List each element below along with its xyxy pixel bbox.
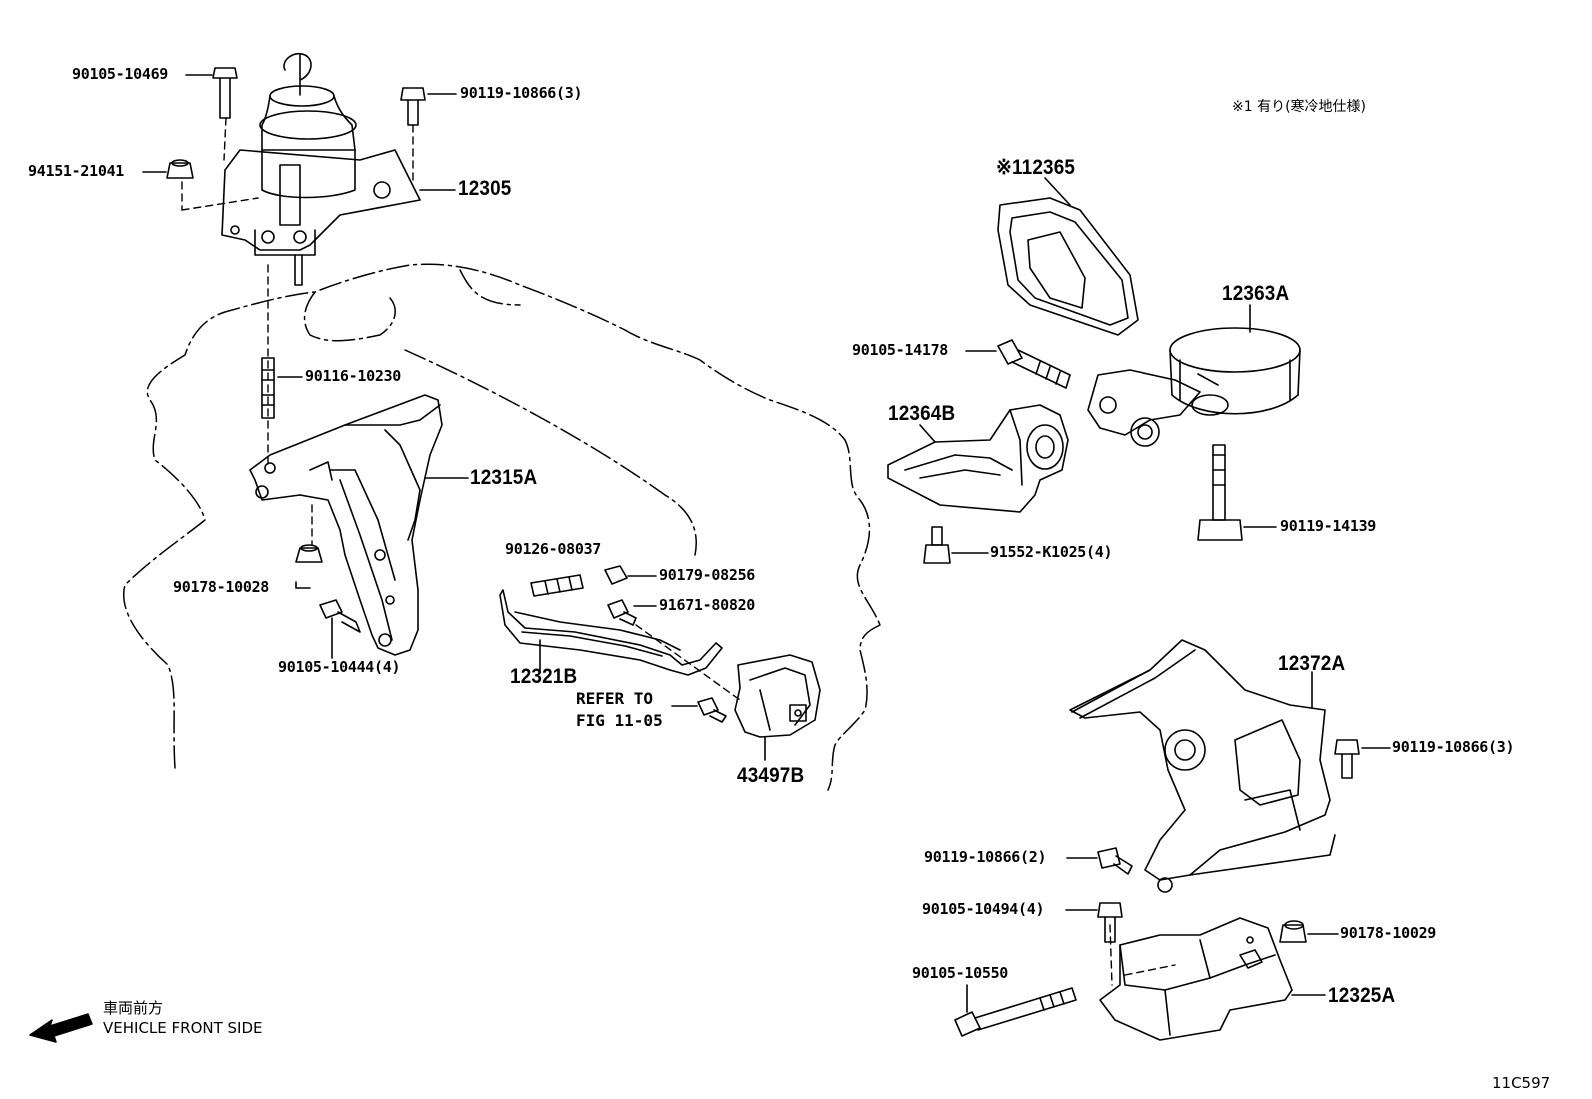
part-12372A-label: 12372A xyxy=(1278,652,1346,675)
fastener-91671-80820: 91671-80820 xyxy=(659,596,756,614)
fastener-90178-10028: 90178-10028 xyxy=(173,578,270,596)
front-arrow xyxy=(29,1013,93,1043)
fastener-94151-21041: 94151-21041 xyxy=(28,162,125,180)
bolt-90105-10494 xyxy=(1065,902,1123,943)
fastener-90105-10469: 90105-10469 xyxy=(72,65,169,83)
engine-outline xyxy=(123,263,881,791)
bolt-90105-10469 xyxy=(185,67,238,119)
bolt-91671-80820 xyxy=(607,599,657,626)
stud-90116-10230 xyxy=(261,357,303,419)
nut-90178-10028 xyxy=(295,544,323,589)
fastener-90178-10029: 90178-10029 xyxy=(1340,924,1437,942)
fastener-90105-10550: 90105-10550 xyxy=(912,964,1009,982)
part-12325A-label: 12325A xyxy=(1328,984,1396,1007)
assembly-dashed-lines xyxy=(181,117,1176,986)
refer-line-1: REFER TO xyxy=(576,689,654,708)
fastener-90105-10494: 90105-10494(4) xyxy=(922,900,1045,918)
diagram-code: 11C597 xyxy=(1492,1074,1551,1092)
front-side-label-en: VEHICLE FRONT SIDE xyxy=(103,1019,263,1037)
fastener-90105-10444: 90105-10444(4) xyxy=(278,658,401,676)
part-43497B-bracket xyxy=(734,654,821,761)
part-12305-label: 12305 xyxy=(458,177,512,200)
bolt-90105-10550 xyxy=(954,984,1077,1037)
bolt-90119-14139 xyxy=(1197,444,1277,541)
bolt-90119-10866-mid xyxy=(1066,847,1133,875)
fastener-90126-08037: 90126-08037 xyxy=(505,540,602,558)
part-12365-cover xyxy=(997,177,1139,336)
fastener-90119-14139: 90119-14139 xyxy=(1280,517,1377,535)
part-12372A-mount xyxy=(1069,639,1336,893)
bolt-90119-10866-top xyxy=(400,87,457,126)
stud-90126-08037 xyxy=(530,574,584,597)
cold-spec-note: ※1 有り(寒冷地仕様) xyxy=(1232,99,1367,115)
nut-90179-08256 xyxy=(604,565,657,585)
part-12321B-label: 12321B xyxy=(510,665,578,688)
part-12365-label: ※112365 xyxy=(996,156,1076,179)
bolt-90105-14178 xyxy=(965,339,1071,389)
bolt-90105-10444 xyxy=(319,599,361,659)
fastener-90116-10230: 90116-10230 xyxy=(305,367,402,385)
nut-90178-10029 xyxy=(1279,920,1339,943)
refer-line-2: FIG 11-05 xyxy=(576,711,663,730)
fastener-90179-08256: 90179-08256 xyxy=(659,566,756,584)
part-12315A-bracket xyxy=(249,394,469,656)
part-12315A-label: 12315A xyxy=(470,466,538,489)
part-12321B-strap xyxy=(499,589,723,676)
bolt-90119-10866-right xyxy=(1334,739,1391,779)
part-12363A-arm xyxy=(1087,304,1301,447)
part-43497B-label: 43497B xyxy=(737,764,805,787)
part-12325A-bracket xyxy=(1099,917,1326,1041)
part-12364B-bracket xyxy=(887,404,1069,513)
part-12305-mount xyxy=(221,52,456,286)
nut-94151-21041 xyxy=(142,159,194,179)
bolt-91552-K1025 xyxy=(923,526,989,564)
bolt-refer xyxy=(671,697,727,723)
front-side-label-jp: 車両前方 xyxy=(103,999,164,1017)
fastener-90119-10866-2: 90119-10866(2) xyxy=(924,848,1047,866)
fastener-90105-14178: 90105-14178 xyxy=(852,341,949,359)
fastener-91552-K1025: 91552-K1025(4) xyxy=(990,543,1113,561)
part-12364B-label: 12364B xyxy=(888,402,956,425)
part-12363A-label: 12363A xyxy=(1222,282,1290,305)
fastener-90119-10866-3-top: 90119-10866(3) xyxy=(460,84,583,102)
fastener-90119-10866-3-right: 90119-10866(3) xyxy=(1392,738,1515,756)
